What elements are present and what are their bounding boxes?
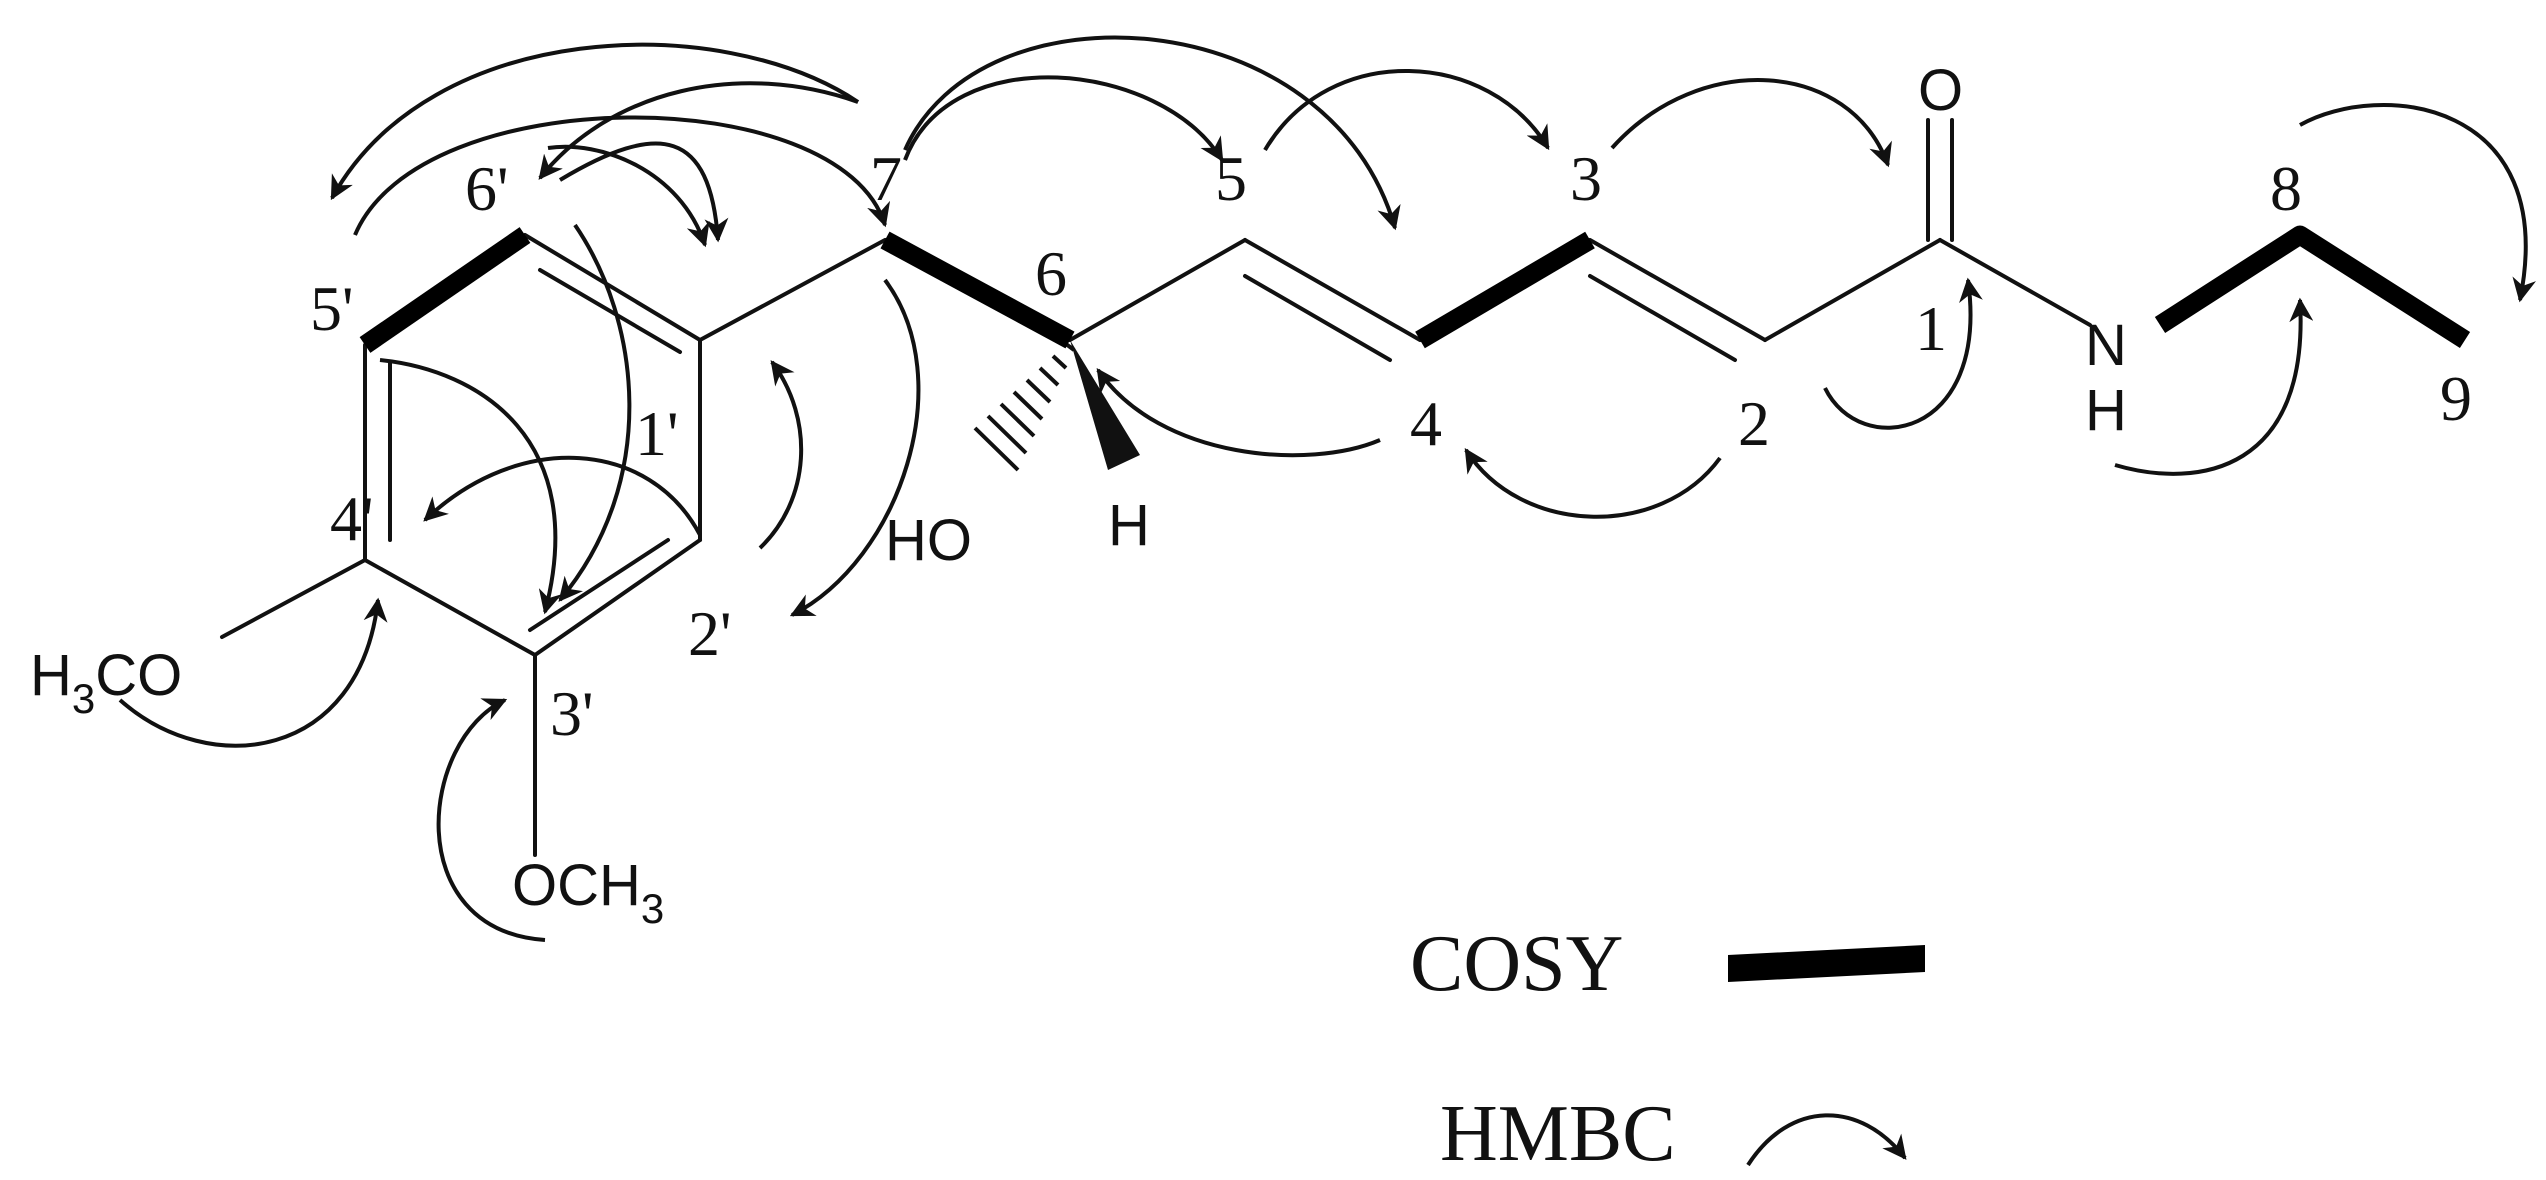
label-c3p: 3' bbox=[550, 678, 594, 749]
label-c1p: 1' bbox=[635, 398, 679, 469]
hmbc-arrow-h2-c4 bbox=[1464, 447, 1722, 519]
label-c2: 2 bbox=[1738, 388, 1770, 459]
label-c5p: 5' bbox=[310, 273, 354, 344]
label-c7: 7 bbox=[870, 143, 902, 214]
hmbc-arrow-h7-c5p bbox=[330, 42, 860, 201]
hmbc-arrow-h8-c9 bbox=[2299, 103, 2536, 303]
bond-c5-c4-inner bbox=[1243, 274, 1392, 362]
label-c4p: 4' bbox=[330, 483, 374, 554]
bond-c3-c2 bbox=[1588, 238, 1767, 342]
bond-c4p-o bbox=[220, 558, 367, 639]
hmbc-arrow-h3-c1 bbox=[1610, 78, 1892, 168]
label-c8: 8 bbox=[2270, 153, 2302, 224]
hmbc-arrow-h6p-c4p bbox=[558, 141, 729, 243]
legend-cosy-label: COSY bbox=[1410, 920, 1623, 1008]
amide-hydrogen: H bbox=[2085, 378, 2127, 443]
methoxy-4-group: H3CO bbox=[30, 643, 182, 722]
hmbc-arrow-nh-c8 bbox=[2114, 297, 2314, 476]
bond-c2p-c3p bbox=[533, 538, 702, 657]
hmbc-arrow-h6p-c1p bbox=[547, 144, 710, 248]
cosy-bond-c7-c6 bbox=[880, 231, 1075, 349]
bond-c5-c4 bbox=[1243, 238, 1422, 342]
bond-c2p-c3p-inner bbox=[528, 538, 670, 632]
label-c4: 4 bbox=[1410, 388, 1442, 459]
legend: COSY HMBC bbox=[1410, 920, 1925, 1178]
hydroxyl-group: HO bbox=[885, 508, 972, 573]
bond-c2-c1 bbox=[1763, 238, 1942, 342]
methoxy-3-group: OCH3 bbox=[512, 853, 664, 932]
legend-hmbc-label: HMBC bbox=[1440, 1090, 1676, 1178]
hmbc-arrow-h5-c3 bbox=[1263, 69, 1550, 152]
hmbc-arrow-h5p-c3p bbox=[379, 358, 563, 615]
hmbc-arrow-h2p-c4p bbox=[423, 455, 702, 536]
bond-c1p-c7 bbox=[698, 238, 887, 342]
cosy-bond-n-c8-c9 bbox=[2154, 225, 2471, 349]
atom-number-labels: 6' 5' 1' 4' 2' 3' 7 6 5 4 3 2 1 8 9 bbox=[310, 143, 2472, 749]
hmbc-arrow-h5p-c7 bbox=[353, 115, 890, 236]
label-c3: 3 bbox=[1570, 143, 1602, 214]
bond-c6p-c1p bbox=[523, 233, 702, 342]
label-c9: 9 bbox=[2440, 363, 2472, 434]
bond-c3p-c4p bbox=[363, 558, 537, 657]
label-c5: 5 bbox=[1215, 143, 1247, 214]
hmbc-arrow-ome-c3p bbox=[436, 698, 546, 942]
hmbc-arrow-h7-c2p bbox=[789, 278, 921, 617]
hmbc-arrow-h4-c6 bbox=[1096, 368, 1381, 458]
hmbc-arrow-h6p-c3p bbox=[558, 223, 632, 602]
cosy-bonds bbox=[359, 225, 2471, 353]
hashed-bond-oh bbox=[973, 342, 1076, 472]
cosy-bond-c5p-c6p bbox=[359, 227, 531, 353]
group-labels: O N H HO H H3CO OCH3 bbox=[30, 58, 2127, 932]
bond-c1-n bbox=[1938, 238, 2092, 327]
legend-hmbc-arrow-icon bbox=[1746, 1113, 1907, 1167]
legend-cosy-swatch bbox=[1728, 945, 1925, 982]
wedge-bond-h bbox=[1070, 340, 1140, 470]
stereo-hydrogen: H bbox=[1108, 493, 1150, 558]
hmbc-arrow-h2-c1 bbox=[1823, 277, 1983, 430]
cosy-bond-c4-c3 bbox=[1415, 231, 1595, 349]
hmbc-arrow-h7-c5 bbox=[903, 75, 1224, 163]
amide-nitrogen: N bbox=[2085, 313, 2127, 378]
bond-c6p-c1p-inner bbox=[538, 268, 682, 354]
label-c6p: 6' bbox=[465, 153, 509, 224]
hmbc-arrow-ome-c4p bbox=[118, 597, 388, 748]
hmbc-arrow-h2p-c1p bbox=[758, 360, 804, 550]
bond-c3-c2-inner bbox=[1588, 274, 1737, 362]
label-c1: 1 bbox=[1915, 293, 1947, 364]
label-c2p: 2' bbox=[688, 598, 732, 669]
label-c6: 6 bbox=[1035, 238, 1067, 309]
hmbc-arrows bbox=[118, 35, 2536, 942]
carbonyl-oxygen: O bbox=[1918, 58, 1963, 123]
skeletal-bonds bbox=[220, 118, 2092, 857]
bond-c6-c5 bbox=[1068, 238, 1247, 342]
hmbc-arrow-h7-c4 bbox=[903, 35, 1401, 231]
